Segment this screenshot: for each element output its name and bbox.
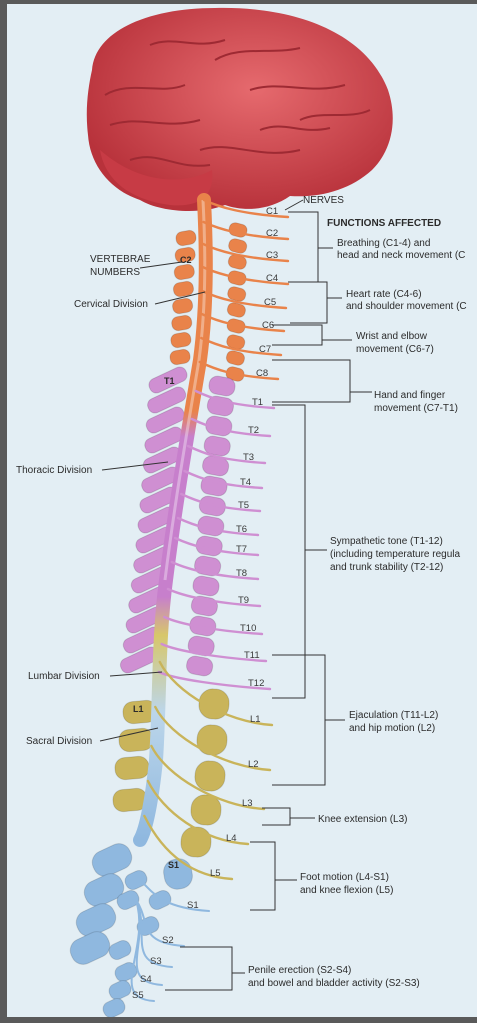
vertebra-left [173,263,195,280]
vertebra-sacral [101,996,128,1017]
function-heart-rate: Heart rate (C4-6) and shoulder movement … [346,289,467,312]
spinal-cord-diagram: C1C2C3C4C5C6C7C8T1T2T3T4T5T6T7T8T9T10T11… [7,4,477,1017]
vertebra-sacral [107,938,134,962]
nerve-label-t6: T6 [236,524,247,535]
nerve-label-s5: S5 [132,990,144,1001]
sacral-division-label: Sacral Division [26,736,92,747]
vertebra-sacral [123,868,150,892]
nerve-label-t10: T10 [240,623,256,634]
nerve-label-c3: C3 [266,250,278,261]
function-foot-motion: Foot motion (L4-S1) and knee flexion (L5… [300,872,393,896]
vertebra-left [170,331,192,348]
vertebra-right [180,826,213,859]
function-wrist-elbow: Wrist and elbow movement (C6-7) [356,331,434,355]
vertebra-sacral [113,960,140,984]
vertebra-left [169,348,191,365]
nerve-label-c5: C5 [264,297,276,308]
functions-affected-header: FUNCTIONS AFFECTED [327,218,441,229]
cervical-division-label: Cervical Division [74,299,148,310]
function-ejaculation: Ejaculation (T11-L2) and hip motion (L2) [349,710,441,734]
vertebra-sacral [66,928,113,968]
nerve-label-t1: T1 [252,397,263,408]
function-penile-bowel-bladder: Penile erection (S2-S4) and bowel and bl… [248,965,420,989]
vertebra-left [114,756,150,781]
nerve-label-t5: T5 [238,500,249,511]
vertebra-right [194,760,227,793]
nerve-label-s4: S4 [140,974,152,985]
nerve-label-l3: L3 [242,798,253,809]
vertebrae-column-left [66,229,197,1017]
vertebra-label-c2: C2 [180,255,192,265]
nerve-label-c7: C7 [259,344,271,355]
nerve-label-t8: T8 [236,568,247,579]
function-hand-finger: Hand and finger movement (C7-T1) [374,390,458,414]
nerve-label-l4: L4 [226,833,237,844]
nerve-label-t3: T3 [243,452,254,463]
vertebra-left [171,314,193,331]
nerve-label-t12: T12 [248,678,264,689]
thoracic-division-label: Thoracic Division [16,465,92,476]
vertebra-label-s1: S1 [168,860,179,870]
vertebra-right [196,724,229,757]
nerve-label-s3: S3 [150,956,162,967]
brain [87,8,393,211]
nerve-label-t7: T7 [236,544,247,555]
function-knee-extension: Knee extension (L3) [318,814,408,825]
vertebrae-numbers-label: VERTEBRAE [90,254,151,265]
nerve-label-l1: L1 [250,714,261,725]
nerve-label-t2: T2 [248,425,259,436]
nerve-label-t9: T9 [238,595,249,606]
nerve-label-t11: T11 [244,650,260,661]
nerves-header: NERVES [303,195,344,206]
lumbar-division-label: Lumbar Division [28,671,100,682]
vertebra-left [172,297,194,314]
vertebra-left [175,229,197,246]
nerve-label-c1: C1 [266,206,278,217]
nerve-label-c2: C2 [266,228,278,239]
vertebrae-numbers-label-2: NUMBERS [90,267,140,278]
nerve-label-l5: L5 [210,868,221,879]
vertebra-right [192,575,221,597]
nerve-root-s4 [136,900,162,985]
nerve-label-c8: C8 [256,368,268,379]
nerve-label-l2: L2 [248,759,259,770]
functions-list: Breathing (C1-4) and head and neck movem… [248,238,467,989]
vertebra-sacral [107,978,134,1002]
vertebra-label-t1: T1 [164,376,175,386]
nerve-label-t4: T4 [240,477,251,488]
vertebra-left [118,728,154,753]
vertebra-label-l1: L1 [133,704,144,714]
nerve-label-s2: S2 [162,935,174,946]
nerve-label-s1: S1 [187,900,199,911]
vertebra-right [185,655,214,677]
nerve-label-c4: C4 [266,273,278,284]
function-breathing: Breathing (C1-4) and head and neck movem… [337,238,465,261]
function-sympathetic-tone: Sympathetic tone (T1-12) (including temp… [330,536,463,573]
